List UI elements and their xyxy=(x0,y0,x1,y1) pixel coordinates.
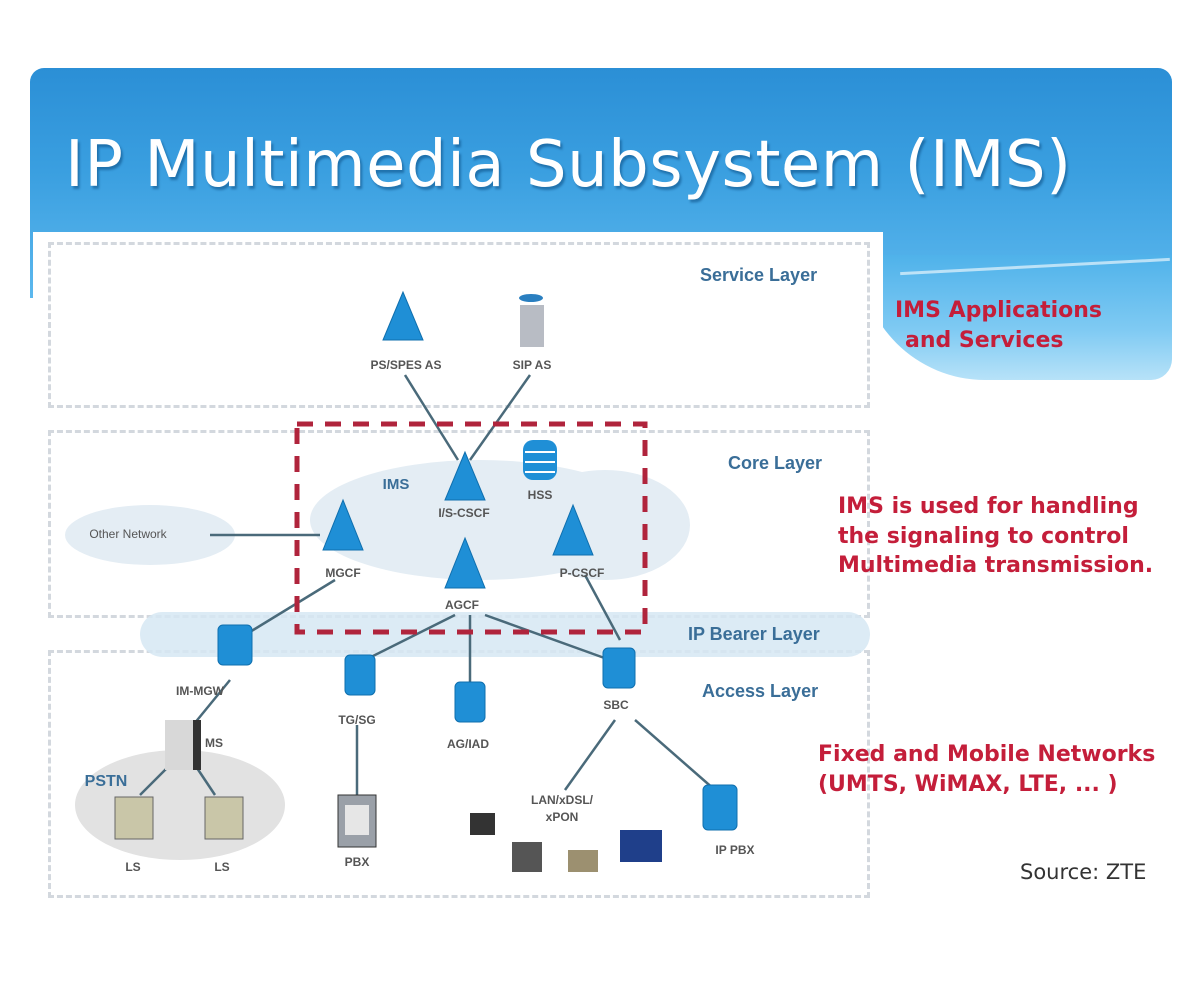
terminal-phone-icon xyxy=(470,813,495,835)
is-cscf-label: I/S-CSCF xyxy=(438,506,490,520)
pstn-label: PSTN xyxy=(84,773,128,790)
signaling-note-line2: the signaling to control xyxy=(838,523,1129,549)
networks-note-line2: (UMTS, WiMAX, LTE, ... ) xyxy=(818,771,1118,797)
hss-label: HSS xyxy=(527,488,553,502)
other-network-cloud-icon xyxy=(65,505,235,565)
terminal-modem-icon xyxy=(568,850,598,872)
link-mgcf-immgw xyxy=(244,578,336,637)
applications-note-line2: and Services xyxy=(905,327,1064,353)
service-layer-box xyxy=(48,242,870,408)
p-cscf-icon xyxy=(552,503,594,556)
other-network-label: Other Network xyxy=(89,527,167,541)
link-agcf-tgsg xyxy=(364,613,456,662)
lan-label-line1: LAN/xDSL/ xyxy=(530,793,594,807)
signaling-note: IMS is used for handling the signaling t… xyxy=(838,492,1153,581)
link-sipas-iscsf xyxy=(468,374,532,461)
sip-as-icon xyxy=(519,294,544,347)
sip-as-label: SIP AS xyxy=(512,358,552,372)
tg-sg-label: TG/SG xyxy=(338,713,376,727)
ip-pbx-label: IP PBX xyxy=(715,843,755,857)
ag-iad-icon xyxy=(454,681,486,723)
ims-cloud-right xyxy=(520,470,690,580)
service-layer-label: Service Layer xyxy=(700,265,818,285)
agcf-icon xyxy=(444,536,486,589)
ims-label: IMS xyxy=(382,476,410,493)
terminal-pc-icon xyxy=(512,842,542,872)
mgcf-icon xyxy=(322,498,364,551)
access-layer-label: Access Layer xyxy=(702,681,819,701)
ls2-icon xyxy=(204,796,244,840)
networks-note: Fixed and Mobile Networks (UMTS, WiMAX, … xyxy=(818,740,1155,799)
tg-sg-icon xyxy=(344,654,376,696)
ls1-label: LS xyxy=(125,860,141,874)
link-agcf-sbc xyxy=(484,613,611,662)
applications-note: IMS Applications and Services xyxy=(895,296,1102,355)
terminal-tv-icon xyxy=(620,830,662,862)
networks-note-line1: Fixed and Mobile Networks xyxy=(818,742,1156,767)
pbx-icon xyxy=(337,794,377,848)
ms-icon xyxy=(165,720,201,770)
link-sbc-lan xyxy=(563,719,617,791)
core-layer-label: Core Layer xyxy=(728,453,823,473)
p-cscf-label: P-CSCF xyxy=(559,566,605,580)
link-sbc-ippbx xyxy=(634,719,716,791)
sbc-label: SBC xyxy=(603,698,629,712)
signaling-note-line3: Multimedia transmission. xyxy=(838,553,1154,579)
ls2-label: LS xyxy=(214,860,230,874)
sbc-icon xyxy=(602,647,636,689)
mgcf-label: MGCF xyxy=(325,566,361,580)
link-pcscf-sbc xyxy=(583,574,622,641)
ls1-icon xyxy=(114,796,154,840)
ms-label: MS xyxy=(205,736,223,750)
pbx-label: PBX xyxy=(344,855,370,869)
ip-bearer-layer-label: IP Bearer Layer xyxy=(688,624,820,644)
link-pss-iscsf xyxy=(403,374,460,461)
im-mgw-label: IM-MGW xyxy=(176,684,224,698)
lan-label-line2: xPON xyxy=(545,810,579,824)
ims-dashed-boundary xyxy=(294,421,648,635)
ag-iad-label: AG/IAD xyxy=(447,737,489,751)
ip-pbx-icon xyxy=(702,784,738,831)
im-mgw-icon xyxy=(217,624,253,666)
hss-icon xyxy=(523,440,557,480)
ip-bearer-band xyxy=(140,612,870,657)
slide-title: IP Multimedia Subsystem (IMS) xyxy=(65,128,1072,202)
is-cscf-icon xyxy=(444,450,486,501)
signaling-note-line1: IMS is used for handling xyxy=(838,494,1139,519)
pss-pes-as-icon xyxy=(382,290,424,341)
source-credit: Source: ZTE xyxy=(1020,860,1147,884)
agcf-label: AGCF xyxy=(445,598,479,612)
applications-note-line1: IMS Applications xyxy=(895,298,1103,323)
pss-pes-as-label: PS/SPES AS xyxy=(370,358,442,372)
